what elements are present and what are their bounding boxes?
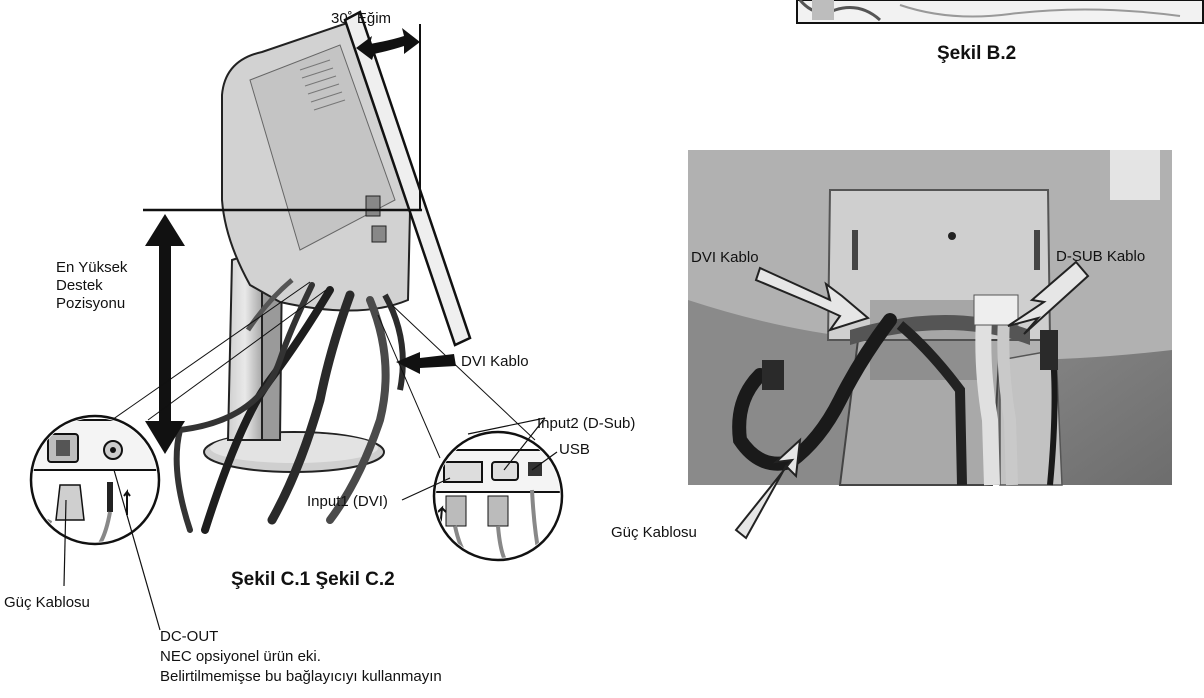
power-cable-arrow: [734, 437, 802, 540]
figure-b2-caption: Şekil B.2: [937, 43, 1017, 64]
figure-c-caption: Şekil C.1 Şekil C.2: [231, 569, 395, 590]
figure-b2-photo-strip: [796, 0, 1204, 24]
dsub-cable-arrow: [1007, 260, 1090, 335]
power-port-closeup: [29, 414, 161, 546]
height-label-line: Pozisyonu: [56, 295, 126, 312]
power-cable-label-right: Güç Kablosu: [611, 524, 697, 541]
usb-label: USB: [559, 441, 590, 458]
dvi-cable-arrow-right: [754, 266, 871, 332]
photo-arrows: [734, 260, 1090, 540]
dvi-cable-arrow-left: [396, 352, 456, 374]
height-label: En Yüksek Destek Pozisyonu: [56, 259, 156, 313]
dvi-cable-label-right: DVI Kablo: [691, 249, 759, 266]
tilt-label: 30˚ Eğim: [331, 10, 392, 27]
input1-label: Input1 (DVI): [307, 493, 388, 510]
dc-out-label: DC-OUT: [160, 628, 219, 645]
dsub-cable-label: D-SUB Kablo: [1056, 248, 1146, 265]
height-label-line: Destek: [56, 277, 103, 294]
monitor-side-view: [173, 10, 472, 534]
tilt-indicator: [356, 24, 421, 210]
dvi-cable-label-left: DVI Kablo: [461, 353, 529, 370]
cable-management-photo: [688, 150, 1172, 486]
height-indicator: [143, 208, 422, 454]
dc-out-warning: Belirtilmemişse bu bağlayıcıyı kullanmay…: [160, 668, 442, 685]
signal-ports-closeup: [432, 430, 564, 562]
input2-label: Input2 (D-Sub): [537, 415, 636, 432]
height-label-line: En Yüksek: [56, 259, 128, 276]
callout-lines-bottom: [63, 417, 558, 631]
dc-out-note: NEC opsiyonel ürün eki.: [160, 648, 321, 665]
power-cable-label-left: Güç Kablosu: [4, 594, 90, 611]
callout-lines-left: [39, 281, 536, 471]
